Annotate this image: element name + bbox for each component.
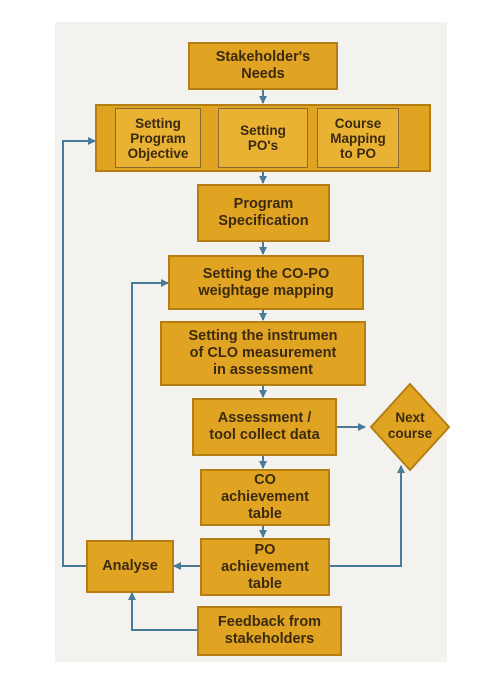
course-mapping-box: Course Mapping to PO [317, 108, 399, 168]
po-achievement-box: PO achievement table [200, 538, 330, 596]
co-achievement-box: CO achievement table [200, 469, 330, 526]
setting-program-objective-box: Setting Program Objective [115, 108, 201, 168]
arrow-feedback-to-analyse [128, 592, 197, 631]
setting-pos-box: Setting PO's [218, 108, 308, 168]
stakeholders-needs-box: Stakeholder's Needs [188, 42, 338, 90]
arrow-analyse-to-setting [62, 137, 96, 567]
co-po-mapping-box: Setting the CO-PO weightage mapping [168, 255, 364, 310]
clo-instrument-box: Setting the instrumen of CLO measurement… [160, 321, 366, 386]
feedback-box: Feedback from stakeholders [197, 606, 342, 656]
analyse-box: Analyse [86, 540, 174, 593]
program-specification-box: Program Specification [197, 184, 330, 242]
next-course-diamond [369, 382, 451, 472]
next-course-label: Next course [387, 410, 433, 441]
arrow-analyse-to-mapping [131, 279, 169, 540]
arrow-po-to-next-course [330, 465, 405, 567]
assessment-box: Assessment / tool collect data [192, 398, 337, 456]
